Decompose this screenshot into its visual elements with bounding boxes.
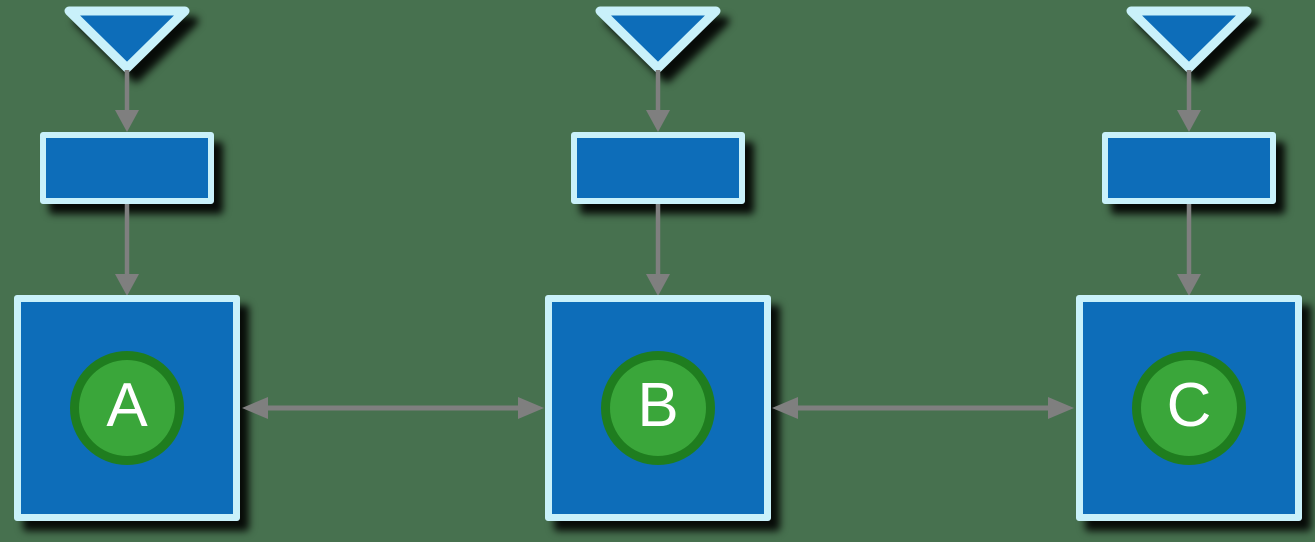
buffer-rectangle-c[interactable] bbox=[1102, 132, 1276, 204]
buffer-rectangle-a[interactable] bbox=[40, 132, 214, 204]
arrow-buffer-to-node-a bbox=[115, 204, 139, 296]
node-circle-c[interactable]: C bbox=[1132, 351, 1246, 465]
arrow-source-to-buffer-b bbox=[646, 70, 670, 132]
node-square-b[interactable]: B bbox=[545, 295, 771, 521]
arrow-source-to-buffer-a bbox=[115, 70, 139, 132]
node-square-c[interactable]: C bbox=[1076, 295, 1302, 521]
node-label-a: A bbox=[106, 371, 148, 440]
node-circle-a[interactable]: A bbox=[70, 351, 184, 465]
arrow-source-to-buffer-c bbox=[1177, 70, 1201, 132]
source-triangle-icon-c[interactable] bbox=[1124, 4, 1254, 76]
node-label-b: B bbox=[637, 371, 679, 440]
node-label-c: C bbox=[1166, 371, 1212, 440]
arrow-node-a-node-b-bidirectional bbox=[242, 397, 544, 419]
source-triangle-icon-b[interactable] bbox=[593, 4, 723, 76]
buffer-rectangle-b[interactable] bbox=[571, 132, 745, 204]
node-circle-b[interactable]: B bbox=[601, 351, 715, 465]
node-square-a[interactable]: A bbox=[14, 295, 240, 521]
arrow-node-b-node-c-bidirectional bbox=[772, 397, 1074, 419]
source-triangle-icon-a[interactable] bbox=[62, 4, 192, 76]
arrow-buffer-to-node-c bbox=[1177, 204, 1201, 296]
arrow-buffer-to-node-b bbox=[646, 204, 670, 296]
